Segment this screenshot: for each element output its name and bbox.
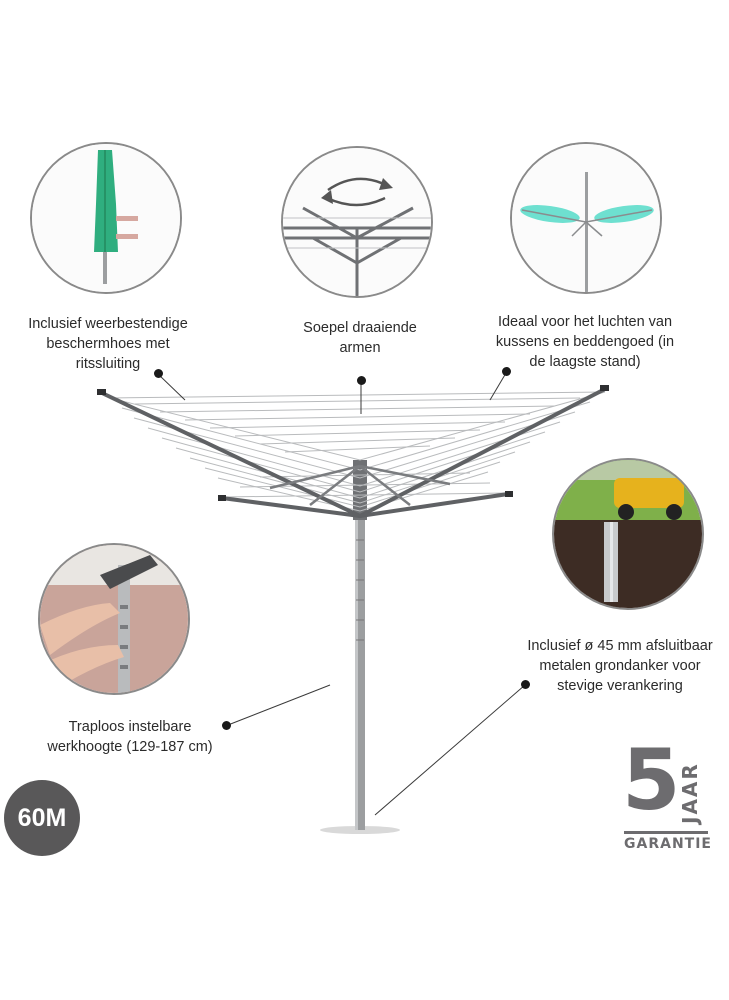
warranty-badge: 5 JAAR GARANTIE: [622, 734, 712, 857]
anchor-detail-image: [552, 458, 704, 610]
cover-detail-image: [30, 142, 182, 294]
line-length-badge: 60M: [4, 780, 80, 856]
rotation-caption: Soepel draaiende armen: [303, 320, 417, 356]
warranty-divider: [624, 831, 708, 834]
anchor-caption: Inclusief ø 45 mm afsluitbaar metalen gr…: [527, 638, 713, 694]
callout-dot-cover: [154, 369, 163, 378]
airing-detail-image: [510, 142, 662, 294]
height-caption: Traploos instelbare werkhoogte (129-187 …: [47, 719, 213, 755]
callout-dot-height: [222, 721, 231, 730]
pillow-airing-illustration: [512, 144, 660, 292]
height-adjust-illustration: [40, 545, 188, 693]
rotation-detail-image: [281, 146, 433, 298]
ground-anchor-illustration: [554, 460, 702, 608]
warranty-label: GARANTIE: [624, 836, 712, 852]
rotating-arms-illustration: [283, 148, 431, 296]
callout-dot-airing: [502, 367, 511, 376]
cover-caption: Inclusief weerbestendige beschermhoes me…: [28, 316, 188, 372]
airing-caption: Ideaal voor het luchten van kussens en b…: [495, 314, 675, 370]
warranty-word: JAAR: [678, 762, 702, 824]
line-length-label: 60M: [17, 803, 67, 832]
warranty-number: 5: [622, 731, 681, 829]
height-detail-image: [38, 543, 190, 695]
callout-dot-anchor: [521, 680, 530, 689]
callout-dot-rotation: [357, 376, 366, 385]
cover-illustration: [32, 144, 180, 292]
